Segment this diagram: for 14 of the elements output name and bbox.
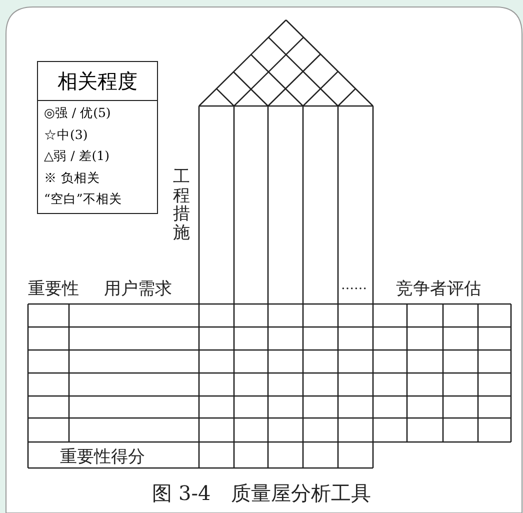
ellipsis: …… — [341, 278, 367, 293]
legend-entry: ※ 负相关 — [44, 170, 100, 186]
column-header: 用户需求 — [104, 278, 172, 300]
legend-entry: ◎强 / 优(5) — [44, 105, 111, 122]
caption: 图 3-4 质量屋分析工具 — [151, 480, 372, 507]
row-label: 重要性得分 — [60, 446, 145, 468]
legend-box — [37, 61, 158, 214]
axis-label: 工程措施 — [173, 168, 190, 243]
legend-heading: 相关程度 — [38, 62, 157, 101]
legend-entry: “空白”不相关 — [44, 191, 122, 208]
column-header: 竞争者评估 — [396, 278, 481, 300]
legend-entry: △弱 / 差(1) — [44, 148, 110, 165]
legend-entry: ☆中(3) — [44, 126, 88, 144]
column-header: 重要性 — [28, 278, 79, 300]
